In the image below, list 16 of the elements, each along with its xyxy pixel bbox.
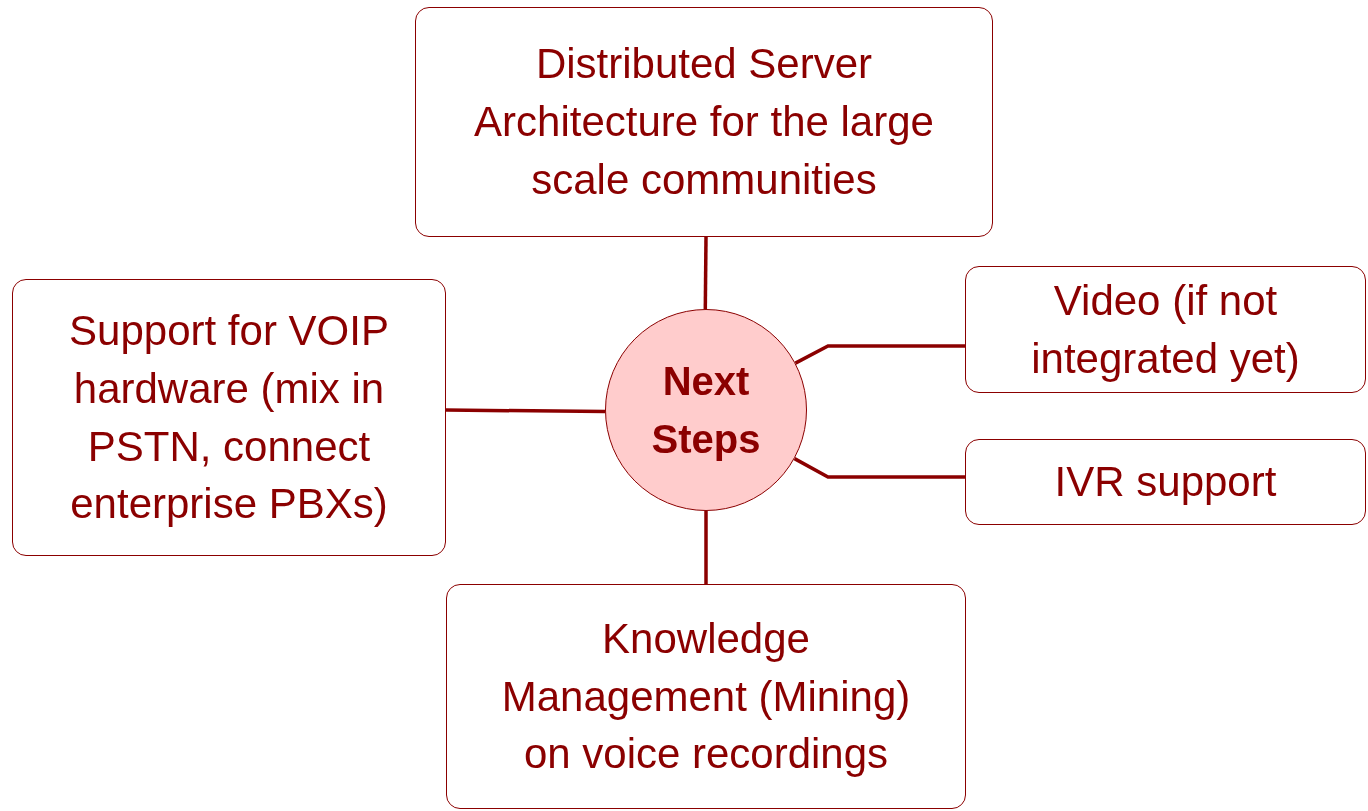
connector-line (703, 237, 708, 309)
connector-line (794, 344, 965, 365)
topic-box (965, 439, 1366, 525)
node-text: Video (if not integrated yet) (1030, 275, 1301, 384)
node-text: Next Steps (650, 358, 762, 463)
connector-line (446, 408, 606, 414)
connector-line (704, 511, 708, 584)
topic-box (415, 7, 993, 237)
node-text: Knowledge Management (Mining) on voice recordings (500, 613, 912, 780)
node-text: Support for VOIP hardware (mix in PSTN, connect enterprise PBXs) (68, 305, 390, 530)
node-text: IVR support (1053, 457, 1278, 507)
topic-box (965, 266, 1366, 393)
connector-line (793, 457, 965, 479)
topic-box (446, 584, 966, 809)
topic-box (12, 279, 446, 556)
node-text: Distributed Server Architecture for the large scale communities (473, 39, 935, 205)
